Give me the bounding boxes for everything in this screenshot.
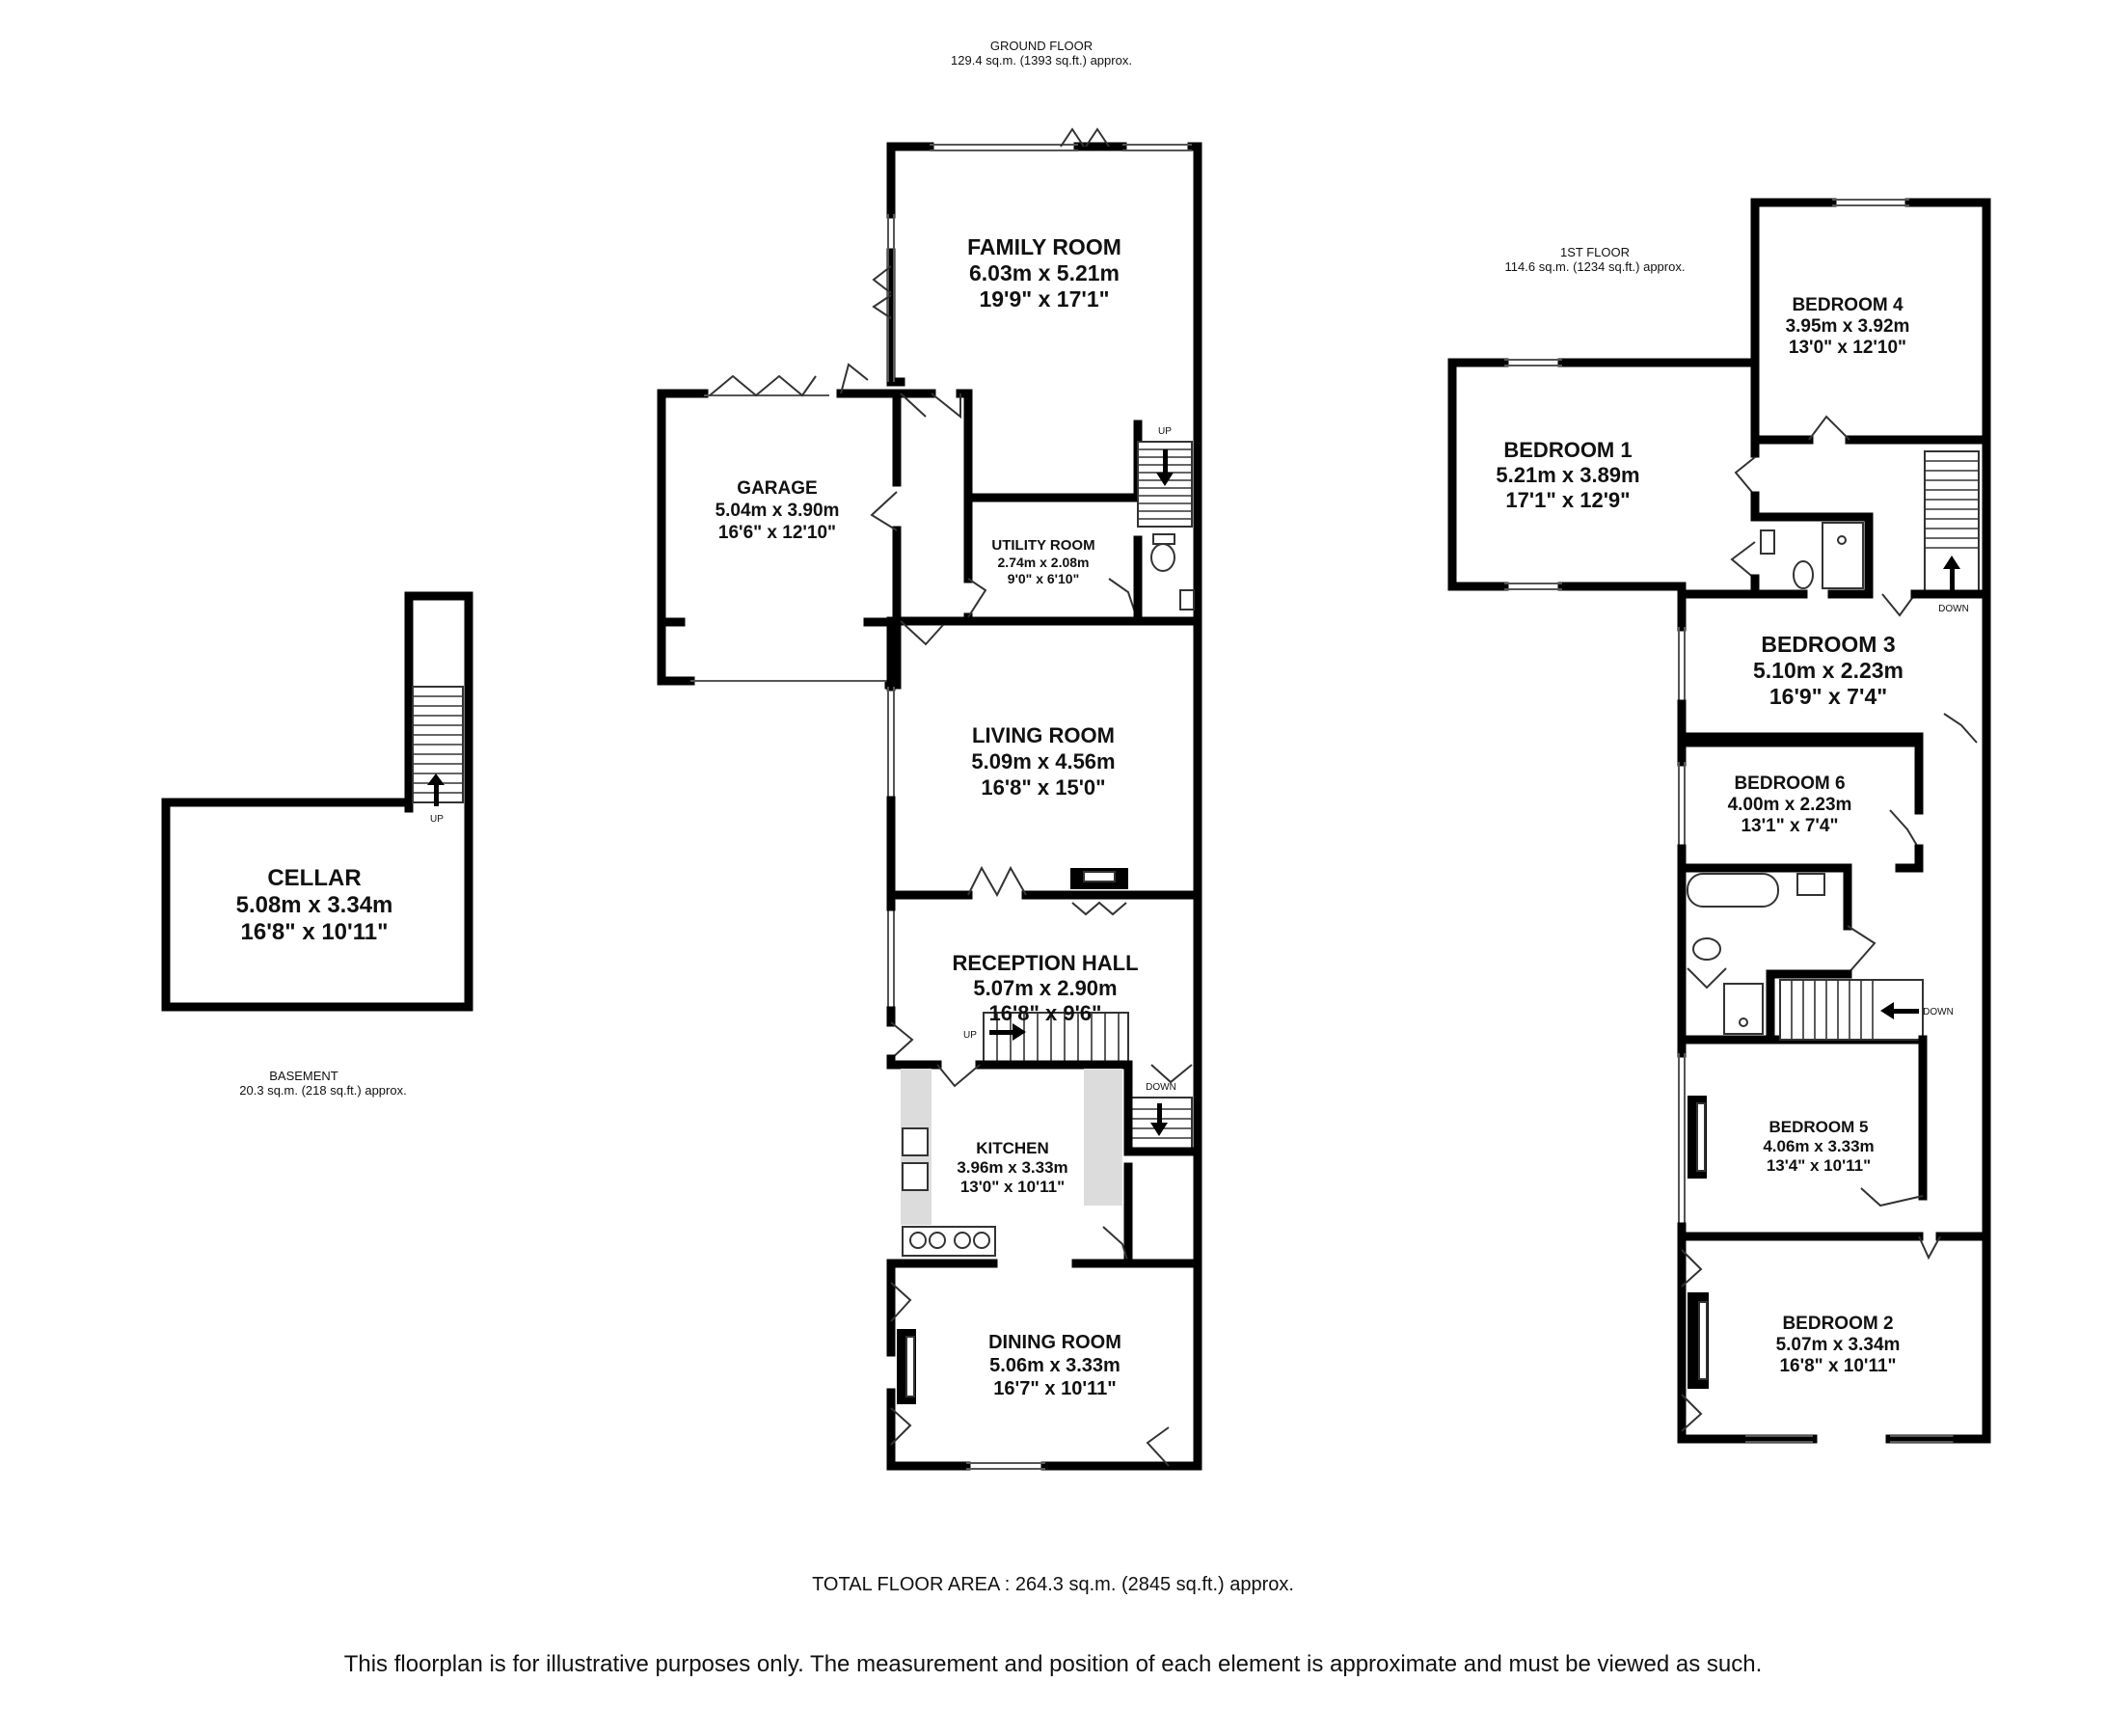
bedroom-1-name: BEDROOM 1 [1503, 438, 1632, 462]
first-floor-plan: DOWN [1447, 198, 1991, 1444]
bedroom-4-metric: 3.95m x 3.92m [1786, 316, 1910, 337]
bedroom-5-name: BEDROOM 5 [1769, 1118, 1869, 1136]
utility-room-metric: 2.74m x 2.08m [998, 555, 1090, 570]
bedroom-6-metric: 4.00m x 2.23m [1728, 795, 1852, 815]
bedroom-1-metric: 5.21m x 3.89m [1496, 463, 1639, 487]
family-stair-up-label: UP [1158, 426, 1172, 437]
cellar-imperial: 16'8" x 10'11" [241, 919, 389, 945]
bedroom-5-metric: 4.06m x 3.33m [1763, 1137, 1874, 1155]
hall-stair-up-label: UP [963, 1030, 977, 1041]
dining-room-name: DINING ROOM [988, 1332, 1121, 1353]
first-floor-name: 1ST FLOOR [1560, 245, 1630, 259]
cellar-plan: UP [161, 591, 473, 1012]
reception-hall-metric: 5.07m x 2.90m [973, 976, 1117, 1000]
bedroom-3-imperial: 16'9" x 7'4" [1769, 684, 1887, 709]
utility-room-imperial: 9'0" x 6'10" [1008, 571, 1079, 586]
ground-floor-plan: UP UP [657, 127, 1202, 1471]
disclaimer: This floorplan is for illustrative purpo… [343, 1651, 1763, 1677]
reception-hall-imperial: 16'8" x 9'6" [989, 1001, 1102, 1025]
bedroom-2-metric: 5.07m x 3.34m [1776, 1335, 1901, 1355]
living-room-imperial: 16'8" x 15'0" [981, 775, 1105, 800]
reception-hall-name: RECEPTION HALL [952, 951, 1138, 975]
cellar-stair-up-label: UP [430, 814, 444, 825]
bedroom-1-imperial: 17'1" x 12'9" [1505, 488, 1630, 512]
kitchen-name: KITCHEN [976, 1139, 1049, 1157]
cellar-name: CELLAR [267, 865, 361, 891]
ground-floor-name: GROUND FLOOR [990, 39, 1093, 53]
bedroom-6-name: BEDROOM 6 [1734, 773, 1845, 794]
living-room-name: LIVING ROOM [972, 723, 1115, 747]
dining-room-metric: 5.06m x 3.33m [989, 1355, 1120, 1376]
first-floor-area: 114.6 sq.m. (1234 sq.ft.) approx. [1505, 259, 1686, 274]
bedroom-6-imperial: 13'1" x 7'4" [1741, 816, 1838, 836]
total-floor-area: TOTAL FLOOR AREA : 264.3 sq.m. (2845 sq.… [812, 1574, 1294, 1595]
bedroom-3-metric: 5.10m x 2.23m [1753, 658, 1904, 683]
kitchen-metric: 3.96m x 3.33m [957, 1158, 1067, 1177]
bath-stair-down-label: DOWN [1923, 1007, 1954, 1017]
utility-room-name: UTILITY ROOM [991, 537, 1094, 554]
living-room-metric: 5.09m x 4.56m [971, 749, 1115, 773]
family-room-imperial: 19'9" x 17'1" [979, 286, 1109, 312]
bedroom-3-name: BEDROOM 3 [1761, 632, 1895, 657]
garage-name: GARAGE [737, 478, 817, 499]
bedroom-4-imperial: 13'0" x 12'10" [1789, 338, 1906, 358]
hall-stair-down-label: DOWN [1146, 1082, 1176, 1093]
kitchen-imperial: 13'0" x 10'11" [960, 1178, 1065, 1196]
bedroom-5-imperial: 13'4" x 10'11" [1767, 1156, 1871, 1175]
family-room-name: FAMILY ROOM [967, 234, 1121, 259]
landing-stair-down-label: DOWN [1938, 604, 1969, 614]
garage-metric: 5.04m x 3.90m [716, 501, 840, 521]
bedroom-4-name: BEDROOM 4 [1792, 295, 1904, 315]
bedroom-2-imperial: 16'8" x 10'11" [1779, 1356, 1896, 1376]
family-room-metric: 6.03m x 5.21m [969, 260, 1120, 285]
basement-area: 20.3 sq.m. (218 sq.ft.) approx. [239, 1083, 406, 1098]
bedroom-2-name: BEDROOM 2 [1782, 1314, 1893, 1334]
ground-floor-area: 129.4 sq.m. (1393 sq.ft.) approx. [951, 53, 1132, 68]
basement-name: BASEMENT [269, 1069, 338, 1083]
dining-room-imperial: 16'7" x 10'11" [993, 1378, 1116, 1399]
cellar-metric: 5.08m x 3.34m [236, 892, 393, 918]
garage-imperial: 16'6" x 12'10" [718, 523, 836, 543]
